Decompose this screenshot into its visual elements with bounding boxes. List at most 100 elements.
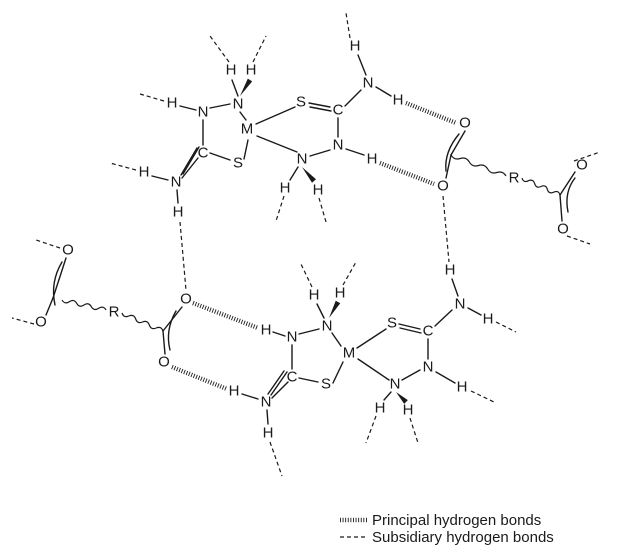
atom-label-hydrogen: H [403,402,414,419]
atom-label-sulfur: S [387,315,397,332]
bond-m-n [239,111,247,121]
bonds-layer [11,12,601,477]
outward-hbond [252,35,267,63]
outward-hbond [342,261,357,286]
outward-hbond [566,235,591,245]
legend: Principal hydrogen bonds Subsidiary hydr… [340,512,554,545]
bond-m-s [356,328,387,349]
bond-s-c [398,323,421,330]
outward-hbond [299,261,313,288]
wedge-bond [240,78,253,96]
outward-hbond [139,93,165,102]
bond-s-c-double [309,106,332,112]
wavy-bond [521,177,561,196]
bond-c-o [559,171,576,196]
atom-label-nitrogen: N [198,104,209,121]
legend-subsidiary-label: Subsidiary hydrogen bonds [372,529,554,545]
bond-n-h [179,105,197,111]
outward-hbond [470,390,495,403]
atom-label-nitrogen: N [297,151,308,168]
atom-label-hydrogen: H [226,62,237,79]
bond-c-n [181,157,199,179]
bond-c-s [298,377,319,383]
outward-hbond [573,151,601,162]
bond-c-s [209,152,231,161]
atom-label-sulfur: S [233,155,243,172]
atom-label-nitrogen: N [171,174,182,191]
atom-label-hydrogen: H [173,204,184,221]
wedge-bond [329,300,341,318]
bond-n-n [298,328,320,335]
subsidiary-hbond [179,221,187,291]
bond-n-h [467,307,482,316]
atom-label-sulfur: S [321,376,331,393]
outward-hbond [269,441,283,477]
wavy-bond [450,154,507,177]
atom-label-hydrogen: H [445,262,456,279]
atom-label-hydrogen: H [350,38,361,55]
bond-n-m [357,358,390,381]
atom-label-metal: M [241,121,254,138]
atom-label-hydrogen: H [367,151,378,168]
atom-label-carbon: C [198,145,209,162]
bond-n-h [375,86,392,97]
principal-hbond [405,100,457,126]
resonance-arc [167,310,177,351]
atom-label-hydrogen: H [229,383,240,400]
bond-n-n [401,369,421,381]
bond-n-h [316,303,325,319]
bond-s-m [332,361,344,384]
bond-n-h [266,409,269,425]
atom-label-oxygen: O [459,115,471,132]
atom-label-hydrogen: H [309,287,320,304]
bond-n-h [383,391,392,401]
atom-label-hydrogen: H [246,62,257,79]
atom-label-nitrogen: N [287,329,298,346]
bond-n-h [451,278,459,297]
bond-c-o [445,154,452,179]
atom-label-metal: M [343,345,356,362]
wedge-bond [302,167,316,183]
atom-label-hydrogen: H [280,180,291,197]
atom-label-hydrogen: H [263,425,274,442]
bond-n-h [231,79,239,97]
outward-hbond [35,239,61,249]
resonance-arc [445,133,460,172]
atom-label-nitrogen: N [423,359,434,376]
atom-label-carbon: C [423,323,434,340]
atom-label-nitrogen: N [233,96,244,113]
bond-n-h [345,148,365,156]
atom-label-hydrogen: H [393,92,404,109]
atom-label-oxygen: O [557,221,569,238]
outward-hbond [365,415,377,444]
atom-label-nitrogen: N [455,296,466,313]
outward-hbond [409,417,419,444]
atom-label-hydrogen: H [139,164,150,181]
atom-label-oxygen: O [437,178,449,195]
bond-n-h [176,189,179,204]
atom-label-oxygen: O [180,291,192,308]
outward-hbond [345,12,351,39]
bond-c-n [271,381,289,399]
principal-hbond [192,300,259,331]
resonance-arc [566,177,576,213]
bond-n-h [435,371,456,384]
bond-n-h [241,393,259,400]
atom-label-hydrogen: H [167,95,178,112]
atom-label-hydrogen: H [261,322,272,339]
bond-n-n [209,103,231,109]
outward-hbond [109,162,137,171]
atom-label-carbon: C [287,369,298,386]
legend-principal-label: Principal hydrogen bonds [372,512,541,529]
outward-hbond [275,195,285,222]
atom-label-nitrogen: N [363,75,374,92]
bond-s-c [308,102,331,108]
bond-n-n [309,149,331,157]
atom-label-r-group: R [109,304,120,321]
bond-n-m [256,135,298,153]
bond-c-o [45,297,54,316]
atom-label-oxygen: O [576,157,588,174]
atom-label-carbon: C [333,102,344,119]
